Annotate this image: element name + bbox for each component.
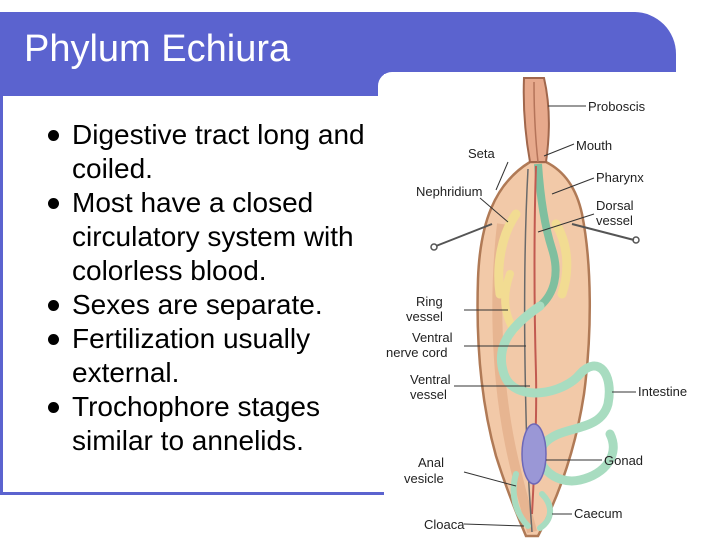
bullet-list: Digestive tract long and coiled. Most ha…	[48, 118, 378, 458]
label-intestine: Intestine	[638, 384, 687, 399]
leader-seta	[495, 161, 509, 191]
seta-right	[571, 223, 635, 241]
label-ring-vessel-1: Ring	[416, 294, 443, 309]
gonad	[521, 423, 547, 485]
label-nephridium: Nephridium	[416, 184, 482, 199]
proboscis-groove	[533, 81, 539, 163]
leader-pharynx	[551, 177, 595, 195]
bullet-dot-icon	[48, 130, 59, 141]
bullet-text: Trochophore stages similar to annelids.	[72, 391, 320, 456]
label-ring-vessel-2: vessel	[406, 309, 443, 324]
seta-left	[435, 223, 493, 247]
label-ventral-vessel-2: vessel	[410, 387, 447, 402]
nephridium-right	[551, 219, 572, 299]
seta-right-tip	[632, 236, 640, 244]
nephridium-left	[494, 209, 521, 299]
label-anal-vesicle-2: vesicle	[404, 471, 444, 486]
pharynx	[534, 163, 560, 310]
bullet-text: Fertilization usually external.	[72, 323, 311, 388]
bullet-text: Most have a closed circulatory system wi…	[72, 187, 354, 286]
label-caecum: Caecum	[574, 506, 622, 521]
slide-title: Phylum Echiura	[24, 28, 291, 70]
bullet-text: Sexes are separate.	[72, 289, 323, 320]
echiuran-anatomy-figure: Proboscis Mouth Seta Pharynx Nephridium …	[384, 74, 720, 540]
proboscis	[522, 77, 550, 163]
bullet-item: Fertilization usually external.	[48, 322, 378, 390]
bullet-text: Digestive tract long and coiled.	[72, 119, 365, 184]
leader-lines	[454, 105, 636, 527]
label-dorsal-vessel-1: Dorsal	[596, 198, 634, 213]
leader-dorsal-vessel	[537, 213, 595, 233]
leader-anal-vesicle	[463, 471, 517, 487]
leader-nephridium	[479, 197, 509, 223]
label-pharynx: Pharynx	[596, 170, 644, 185]
bottom-accent-line	[0, 492, 384, 495]
anal-vesicle	[510, 471, 531, 529]
left-accent-line	[0, 96, 3, 494]
intestine	[496, 301, 618, 486]
leader-cloaca	[463, 523, 525, 527]
label-ventral-vessel-1: Ventral	[410, 372, 451, 387]
bullet-item: Digestive tract long and coiled.	[48, 118, 378, 186]
leader-mouth	[543, 143, 575, 157]
seta-left-tip	[430, 243, 438, 251]
bullet-item: Sexes are separate.	[48, 288, 378, 322]
label-dorsal-vessel-2: vessel	[596, 213, 633, 228]
label-proboscis: Proboscis	[588, 99, 646, 114]
bullet-dot-icon	[48, 198, 59, 209]
label-anal-vesicle-1: Anal	[418, 455, 444, 470]
label-cloaca: Cloaca	[424, 517, 465, 532]
label-gonad: Gonad	[604, 453, 643, 468]
bullet-item: Most have a closed circulatory system wi…	[48, 186, 378, 288]
label-seta: Seta	[468, 146, 496, 161]
label-ventral-nerve-cord-2: nerve cord	[386, 345, 447, 360]
label-ventral-nerve-cord-1: Ventral	[412, 330, 453, 345]
caecum	[537, 491, 553, 531]
bullet-dot-icon	[48, 402, 59, 413]
bullet-dot-icon	[48, 334, 59, 345]
label-mouth: Mouth	[576, 138, 612, 153]
bullet-dot-icon	[48, 300, 59, 311]
bullet-item: Trochophore stages similar to annelids.	[48, 390, 378, 458]
